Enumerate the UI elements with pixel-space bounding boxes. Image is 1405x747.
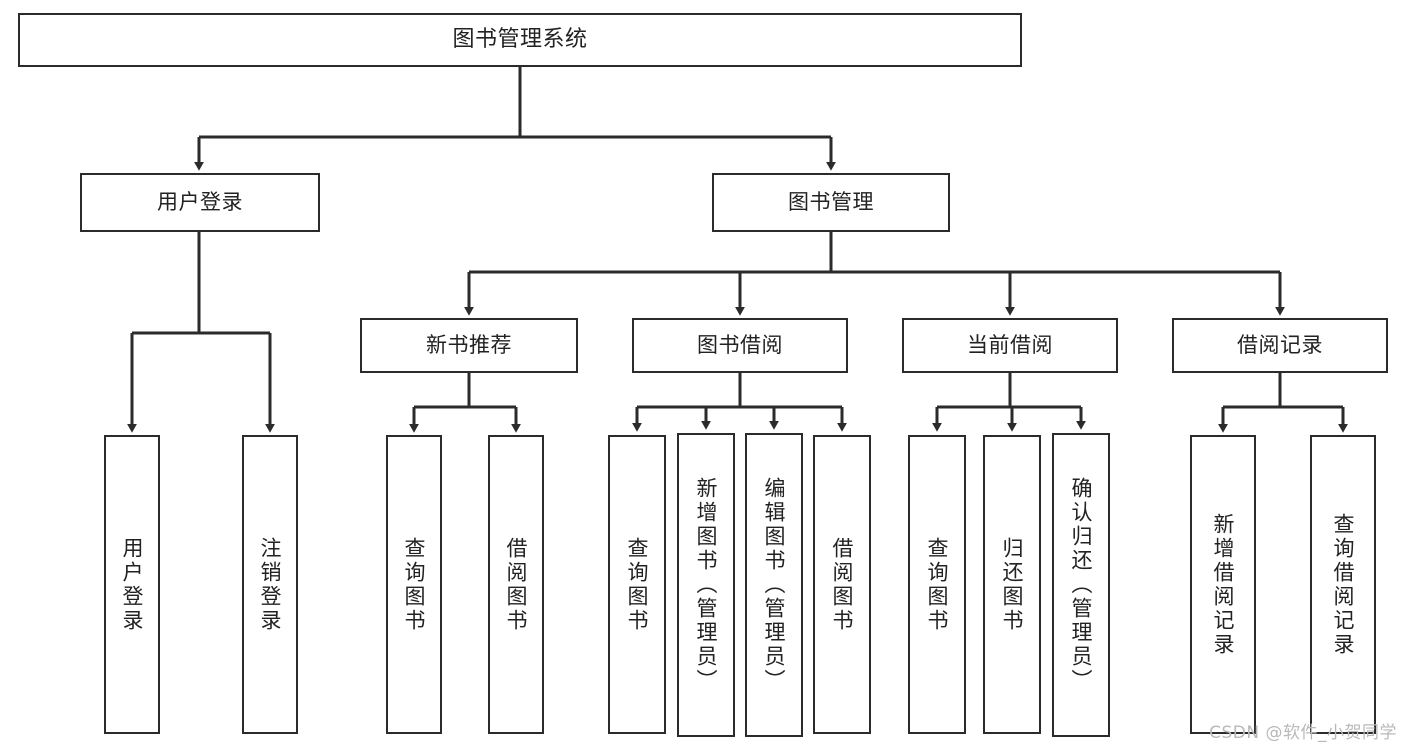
node-label: 借阅记录 xyxy=(1237,332,1323,357)
node-borrow-record[interactable]: 借阅记录 xyxy=(1172,318,1388,373)
leaf-add-borrow-record[interactable]: 新增借阅记录 xyxy=(1190,435,1256,734)
node-label: 新书推荐 xyxy=(426,332,512,357)
node-current-borrow[interactable]: 当前借阅 xyxy=(902,318,1118,373)
node-label: 图书管理 xyxy=(788,189,874,214)
node-label: 查询图书 xyxy=(925,536,950,633)
node-new-book-recommend[interactable]: 新书推荐 xyxy=(360,318,578,373)
leaf-query-book-2[interactable]: 查询图书 xyxy=(608,435,666,734)
leaf-query-book-3[interactable]: 查询图书 xyxy=(908,435,966,734)
node-label: 新增图书（管理员） xyxy=(694,477,719,693)
node-label: 用户登录 xyxy=(120,536,145,633)
node-label: 图书借阅 xyxy=(697,332,783,357)
node-book-manage[interactable]: 图书管理 xyxy=(712,173,950,232)
node-label: 用户登录 xyxy=(157,189,243,214)
node-user-login[interactable]: 用户登录 xyxy=(80,173,320,232)
node-label: 编辑图书（管理员） xyxy=(762,477,787,693)
node-label: 借阅图书 xyxy=(504,536,529,633)
node-label: 借阅图书 xyxy=(830,536,855,633)
node-label: 图书管理系统 xyxy=(452,26,588,52)
node-label: 新增借阅记录 xyxy=(1211,512,1236,657)
csdn-watermark: CSDN @软件_小贺同学 xyxy=(1209,723,1397,743)
leaf-query-book-1[interactable]: 查询图书 xyxy=(386,435,442,734)
node-label: 确认归还（管理员） xyxy=(1069,477,1094,693)
node-label: 注销登录 xyxy=(258,536,283,633)
leaf-user-login[interactable]: 用户登录 xyxy=(104,435,160,734)
leaf-logout[interactable]: 注销登录 xyxy=(242,435,298,734)
leaf-query-borrow-record[interactable]: 查询借阅记录 xyxy=(1310,435,1376,734)
leaf-borrow-book-1[interactable]: 借阅图书 xyxy=(488,435,544,734)
node-root[interactable]: 图书管理系统 xyxy=(18,13,1022,67)
leaf-add-book-admin[interactable]: 新增图书（管理员） xyxy=(677,433,735,737)
node-book-borrow[interactable]: 图书借阅 xyxy=(632,318,848,373)
leaf-confirm-return-admin[interactable]: 确认归还（管理员） xyxy=(1052,433,1110,737)
node-label: 查询图书 xyxy=(625,536,650,633)
node-label: 当前借阅 xyxy=(967,332,1053,357)
leaf-return-book[interactable]: 归还图书 xyxy=(983,435,1041,734)
node-label: 查询图书 xyxy=(402,536,427,633)
node-label: 查询借阅记录 xyxy=(1331,512,1356,657)
leaf-edit-book-admin[interactable]: 编辑图书（管理员） xyxy=(745,433,803,737)
node-label: 归还图书 xyxy=(1000,536,1025,633)
leaf-borrow-book-2[interactable]: 借阅图书 xyxy=(813,435,871,734)
